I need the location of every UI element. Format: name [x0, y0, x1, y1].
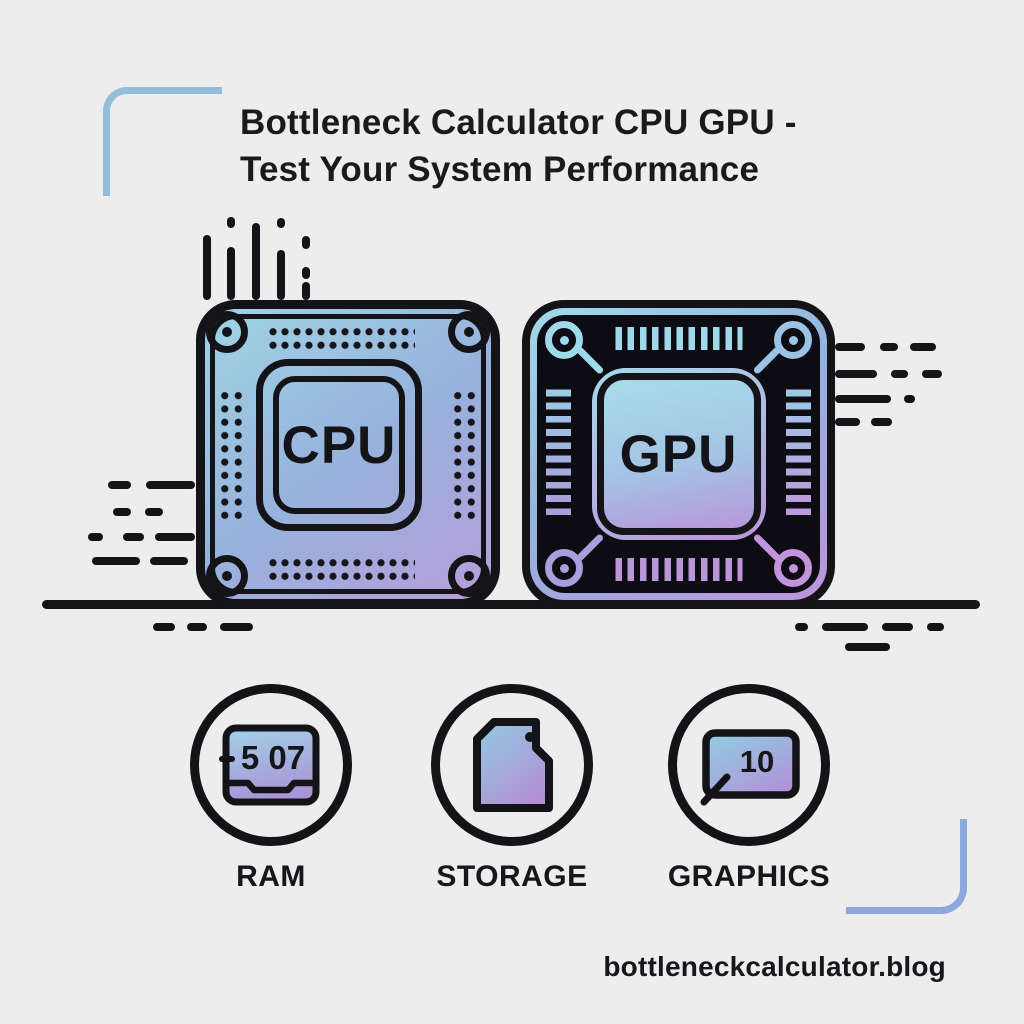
cpu-screw-top-left — [206, 311, 248, 353]
cpu-pin-dots-left — [218, 389, 245, 522]
cpu-pin-dots-bottom — [267, 556, 415, 583]
title-line-2: Test Your System Performance — [240, 150, 760, 189]
title-line-1: Bottleneck Calculator CPU GPU - — [240, 103, 797, 142]
speed-dash — [153, 623, 175, 631]
ground-line — [42, 600, 980, 609]
speed-dash — [145, 508, 163, 516]
speed-dash — [822, 623, 868, 631]
speed-dash — [904, 395, 915, 403]
gpu-screw-top-left — [545, 321, 583, 359]
speed-dash — [835, 418, 860, 426]
antenna-line — [252, 223, 260, 300]
speed-dash — [910, 343, 936, 351]
gpu-trace-bottom-right — [752, 533, 782, 562]
speed-dash — [150, 557, 188, 565]
speed-dash — [871, 418, 892, 426]
gpu-label: GPU — [619, 424, 738, 484]
gpu-screw-top-right — [774, 321, 812, 359]
cpu-screw-bottom-right — [448, 555, 490, 597]
speed-dash — [187, 623, 207, 631]
cpu-pin-dots-right — [451, 389, 478, 522]
gpu-body: GPU — [537, 315, 820, 593]
speed-dash — [835, 343, 865, 351]
speed-dash — [835, 395, 891, 403]
feature-circle-storage — [431, 684, 593, 846]
antenna-dot — [277, 218, 285, 228]
feature-circle-ram: 5 07 — [190, 684, 352, 846]
antenna-line — [227, 247, 235, 300]
cpu-inner-frame — [210, 314, 486, 594]
speed-dash — [88, 533, 103, 541]
cpu-screw-bottom-left — [206, 555, 248, 597]
speed-dash — [882, 623, 913, 631]
ram-icon-text: 5 07 — [241, 739, 305, 776]
website-url: bottleneckcalculator.blog — [603, 951, 946, 982]
speed-dash — [146, 481, 195, 489]
sd-card-icon — [473, 718, 553, 812]
speed-dash — [845, 643, 890, 651]
antenna-dot — [227, 217, 235, 228]
gpu-chip: GPU — [522, 300, 835, 608]
cpu-chip: CPU — [196, 300, 500, 608]
gpu-core: GPU — [591, 368, 766, 540]
gpu-trace-top-right — [752, 346, 782, 375]
feature-label-ram: RAM — [236, 860, 306, 893]
cpu-pin-dots-top — [267, 325, 415, 352]
gpu-trace-bottom-left — [575, 533, 605, 562]
speed-dash — [891, 370, 908, 378]
speed-dash — [927, 623, 944, 631]
feature-label-graphics: GRAPHICS — [667, 860, 831, 893]
graphics-card-icon: 10 — [700, 729, 800, 806]
corner-bracket-top-left — [103, 87, 222, 196]
speed-dash — [113, 508, 131, 516]
cpu-label: CPU — [281, 415, 397, 475]
gpu-screw-bottom-right — [774, 549, 812, 587]
graphics-icon-text: 10 — [740, 744, 774, 779]
speed-dash — [123, 533, 144, 541]
speed-dash — [155, 533, 195, 541]
gpu-trace-top-left — [575, 346, 605, 375]
feature-circle-graphics: 10 — [668, 684, 830, 846]
antenna-line — [203, 235, 211, 300]
page-title: Bottleneck Calculator CPU GPU - Test You… — [240, 99, 797, 193]
speed-dash — [880, 343, 898, 351]
ram-module-icon: 5 07 — [219, 724, 320, 806]
speed-dash — [795, 623, 808, 631]
cpu-core: CPU — [256, 359, 422, 531]
cpu-screw-top-right — [448, 311, 490, 353]
gpu-pins-bottom — [615, 558, 742, 581]
gpu-core-inner: GPU — [596, 373, 761, 535]
cpu-core-inner: CPU — [273, 376, 405, 514]
antenna-dot — [302, 236, 310, 249]
gpu-screw-bottom-left — [545, 549, 583, 587]
antenna-line — [277, 250, 285, 300]
gpu-pins-top — [615, 327, 742, 350]
feature-label-storage: STORAGE — [436, 860, 588, 893]
speed-dash — [220, 623, 253, 631]
speed-dash — [835, 370, 877, 378]
corner-bracket-bottom-right — [846, 819, 967, 914]
gpu-pins-right — [786, 389, 811, 519]
antenna-dot — [302, 267, 310, 279]
antenna-line — [302, 282, 310, 300]
speed-dash — [108, 481, 131, 489]
gpu-pins-left — [546, 389, 571, 519]
speed-dash — [922, 370, 942, 378]
speed-dash — [92, 557, 140, 565]
